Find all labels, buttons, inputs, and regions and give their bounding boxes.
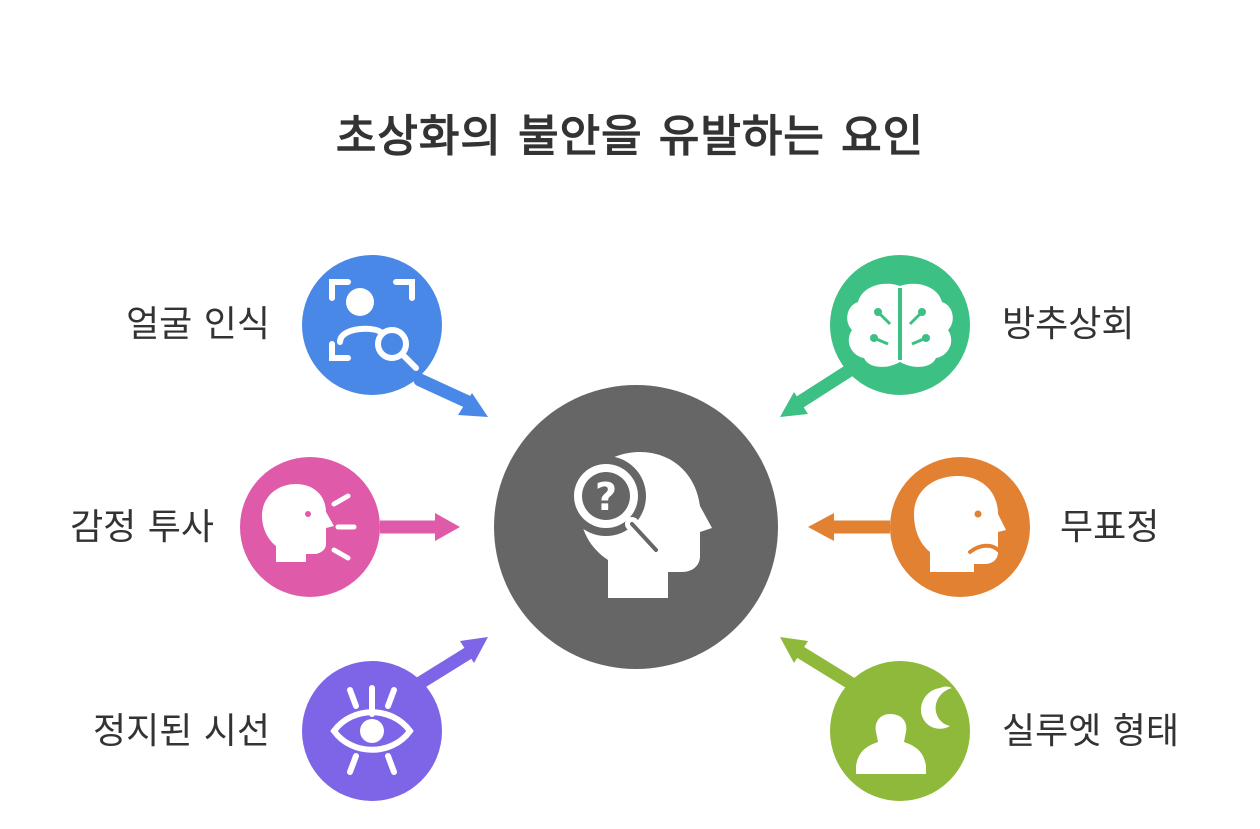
eye-icon [330, 685, 414, 775]
silhouette-person-icon [856, 686, 952, 774]
arrow-emotion-projection [380, 513, 460, 541]
face-scan-search-icon [329, 279, 419, 371]
node-silhouette [830, 661, 970, 801]
label-silhouette: 실루엣 형태 [1002, 711, 1180, 752]
node-static-gaze [302, 661, 442, 801]
brain-icon [847, 283, 953, 367]
frowning-head-icon [914, 476, 1006, 572]
center-node: ? [494, 385, 778, 669]
head-question-magnifier-icon: ? [566, 452, 712, 598]
label-expressionless: 무표정 [1060, 507, 1160, 548]
label-face-recognition: 얼굴 인식 [126, 304, 270, 345]
arrow-static-gaze [408, 637, 488, 694]
diagram-title: 초상화의 불안을 유발하는 요인 [335, 111, 925, 162]
svg-text:?: ? [595, 475, 617, 519]
arrow-pareidolia [780, 364, 854, 417]
node-pareidolia [830, 255, 970, 395]
arrow-silhouette [780, 637, 856, 690]
arrow-face-recognition [413, 373, 488, 417]
label-pareidolia: 방추상회 [1002, 304, 1135, 345]
node-expressionless [890, 457, 1030, 597]
node-emotion-projection [240, 457, 380, 597]
head-speaking-icon [262, 484, 357, 562]
arrow-expressionless [808, 513, 890, 541]
label-emotion-projection: 감정 투사 [70, 507, 214, 548]
node-face-recognition [302, 255, 442, 395]
label-static-gaze: 정지된 시선 [92, 711, 270, 752]
